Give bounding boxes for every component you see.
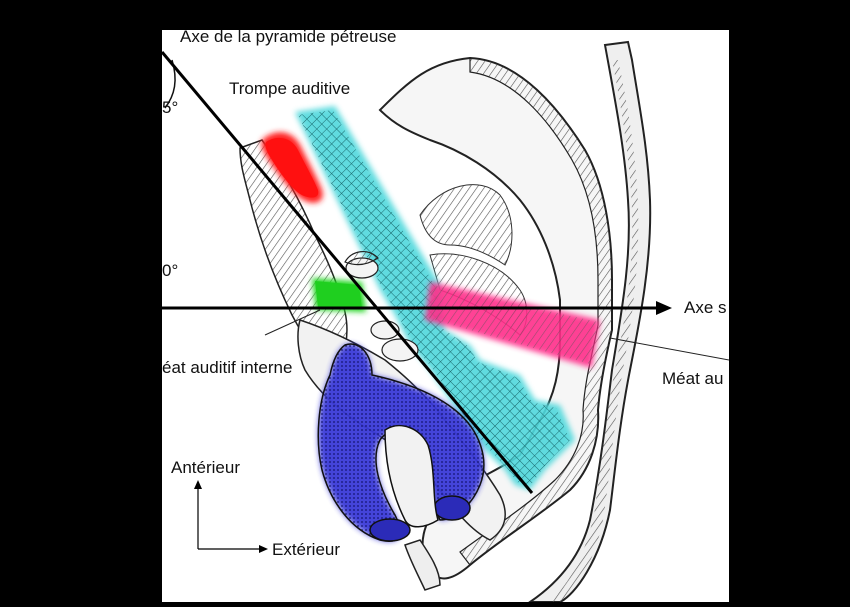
external-meatus-label: Méat au (662, 369, 724, 388)
internal-meatus-label: éat auditif interne (162, 358, 293, 377)
internal-canal-core (315, 281, 362, 309)
external-canal-shape (425, 282, 600, 368)
petrous-axis-label: Axe de la pyramide pétreuse (180, 27, 397, 46)
internal-meatus-leader (264, 309, 321, 336)
mastoid-cortex-hatching (459, 57, 613, 566)
styloid-spine (404, 539, 441, 591)
angle-upper-label: 5° (162, 98, 179, 117)
auditory-tube-label: Trompe auditive (229, 79, 351, 98)
exterior-label: Extérieur (272, 540, 341, 559)
angle-lower-label: 0° (162, 261, 179, 280)
arrow-right-icon (259, 545, 268, 553)
fossa-shading (419, 184, 513, 266)
external-meatus-leader (609, 337, 729, 361)
arrow-up-icon (194, 480, 202, 489)
petrous-axis-line (160, 51, 534, 494)
anterior-label: Antérieur (171, 458, 240, 477)
carotid-canal-core (265, 137, 319, 198)
jugular-vein-shape (317, 343, 485, 542)
axis-arrowhead-icon (656, 301, 672, 315)
horizontal-axis-label: Axe s (684, 298, 727, 317)
